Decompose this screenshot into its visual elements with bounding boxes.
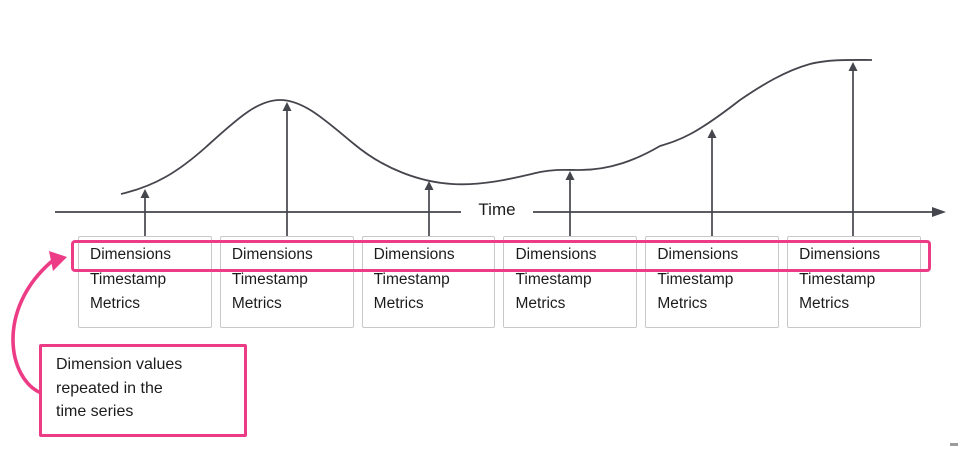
record-dimensions-label: Dimensions bbox=[657, 246, 739, 263]
callout-arrowhead-icon bbox=[49, 251, 67, 271]
record-metrics-label: Metrics bbox=[657, 295, 708, 312]
callout-text-line: repeated in the bbox=[56, 379, 163, 397]
record-dimensions-label: Dimensions bbox=[373, 246, 455, 263]
record-timestamp-label: Timestamp bbox=[799, 270, 876, 288]
screen-artifact bbox=[950, 443, 958, 446]
axis-arrowhead-icon bbox=[932, 207, 946, 217]
record-dimensions-label: Dimensions bbox=[515, 246, 597, 263]
measurement-arrow-6 bbox=[848, 62, 858, 236]
callout-text-line: Dimension values bbox=[56, 356, 183, 373]
arrow-up-icon bbox=[707, 129, 717, 138]
measurement-arrow-2 bbox=[282, 102, 292, 236]
arrow-up-icon bbox=[282, 102, 292, 111]
record-box: Dimensions Timestamp Metrics bbox=[219, 236, 354, 328]
arrow-up-icon bbox=[565, 171, 575, 180]
arrow-up-icon bbox=[140, 189, 150, 198]
record-metrics-label: Metrics bbox=[515, 295, 566, 312]
record-dimensions-label: Dimensions bbox=[799, 246, 881, 263]
record-dimensions-label: Dimensions bbox=[231, 246, 313, 263]
record-timestamp-label: Timestamp bbox=[657, 270, 734, 288]
record-timestamp-label: Timestamp bbox=[231, 270, 308, 288]
record-timestamp-label: Timestamp bbox=[515, 270, 592, 288]
time-axis-label: Time bbox=[478, 200, 516, 219]
arrow-up-icon bbox=[424, 181, 434, 190]
arrow-up-icon bbox=[848, 62, 858, 71]
callout-arrow bbox=[11, 251, 67, 395]
record-timestamp-label: Timestamp bbox=[373, 270, 450, 288]
time-series-curve bbox=[120, 59, 873, 195]
record-box: Dimensions Timestamp Metrics bbox=[645, 236, 780, 328]
record-metrics-label: Metrics bbox=[373, 295, 424, 312]
record-metrics-label: Metrics bbox=[799, 295, 850, 312]
record-box: Dimensions Timestamp Metrics bbox=[503, 236, 638, 328]
record-box: Dimensions Timestamp Metrics bbox=[787, 236, 921, 328]
measurement-arrow-4 bbox=[565, 171, 575, 236]
record-dimensions-label: Dimensions bbox=[90, 246, 171, 263]
measurement-arrow-5 bbox=[707, 129, 717, 236]
record-box: Dimensions Timestamp Metrics bbox=[361, 236, 496, 328]
record-metrics-label: Metrics bbox=[90, 295, 140, 312]
annotation-callout: Dimension values repeated in the time se… bbox=[39, 344, 247, 437]
measurement-arrow-1 bbox=[140, 189, 150, 236]
measurement-arrow-3 bbox=[424, 181, 434, 236]
record-metrics-label: Metrics bbox=[231, 295, 282, 312]
record-box: Dimensions Timestamp Metrics bbox=[78, 236, 212, 328]
callout-text-line: time series bbox=[56, 403, 134, 420]
records-row: Dimensions Timestamp Metrics Dimensions … bbox=[78, 236, 921, 328]
record-timestamp-label: Timestamp bbox=[90, 270, 167, 288]
